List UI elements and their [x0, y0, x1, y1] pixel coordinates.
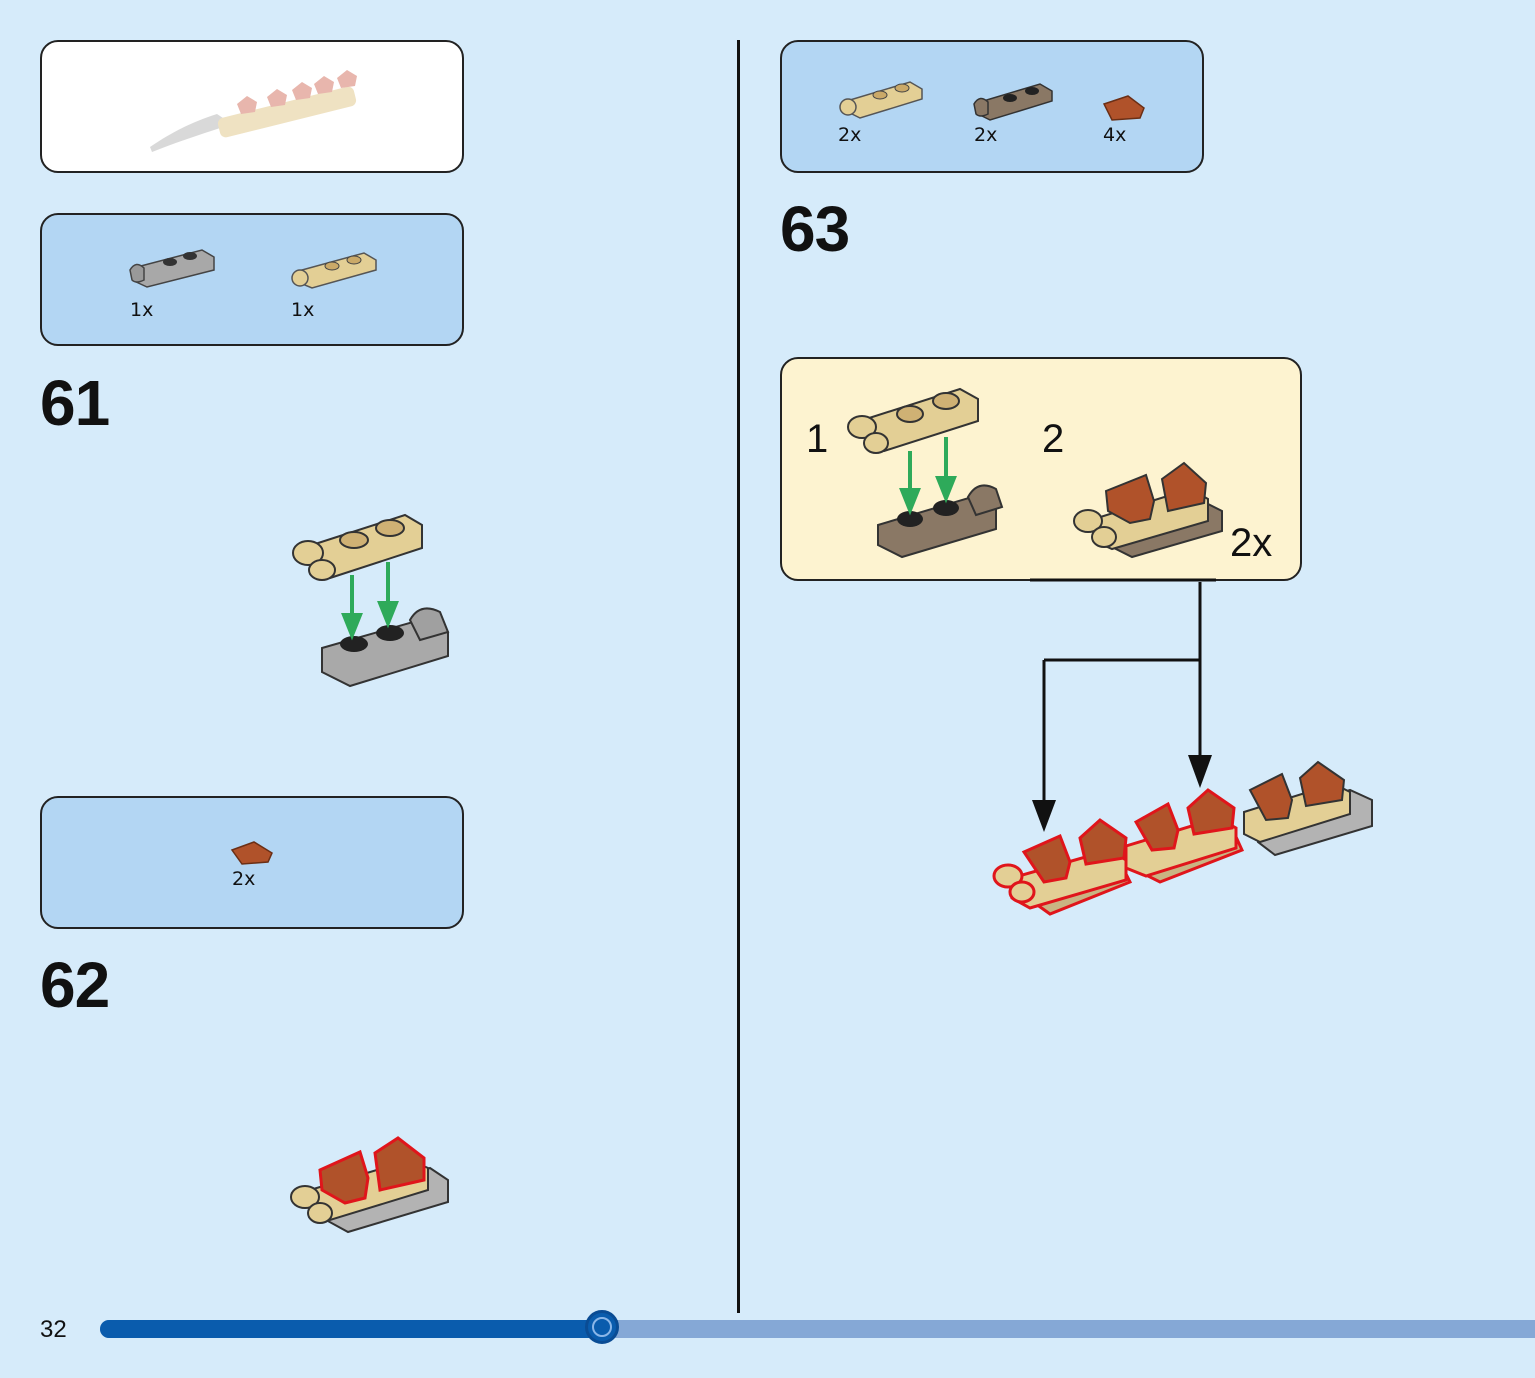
previous-model-preview	[40, 40, 464, 173]
part-quantity: 2x	[838, 124, 862, 146]
substep-panel: 1 2 2x	[780, 357, 1302, 581]
gray-clip-plate-icon	[321, 607, 450, 688]
gray-clip-plate-icon	[129, 249, 215, 288]
tail-assembly-image	[150, 70, 357, 152]
dark-tan-clip-plate-icon	[973, 83, 1053, 121]
page-number: 32	[40, 1316, 67, 1343]
step-61-parts-panel: 1x 1x	[40, 213, 464, 346]
tan-handle-plate-icon	[847, 387, 979, 454]
substep-number: 2	[1042, 417, 1065, 461]
step-number: 61	[40, 367, 110, 439]
progress-fill	[100, 1320, 602, 1338]
progress-indicator	[585, 1310, 619, 1344]
tan-handle-plate-icon	[292, 513, 423, 581]
part-quantity: 2x	[232, 868, 256, 890]
substep-2-assembly	[1073, 461, 1223, 559]
dark-tan-clip-plate-icon	[877, 484, 1004, 559]
part-quantity: 1x	[130, 299, 154, 321]
brown-tile-icon	[230, 841, 273, 865]
brown-tile-icon	[1102, 95, 1145, 121]
step-number: 62	[40, 949, 110, 1021]
tan-handle-plate-icon	[291, 252, 377, 289]
part-quantity: 4x	[1103, 124, 1127, 146]
assembly-multiplier: 2x	[1230, 521, 1273, 565]
step-63-parts-panel: 2x 2x 4x	[780, 40, 1204, 173]
substep-number: 1	[806, 417, 829, 461]
part-quantity: 2x	[974, 124, 998, 146]
tan-handle-plate-icon	[839, 81, 923, 119]
part-quantity: 1x	[291, 299, 315, 321]
step-62-parts-panel: 2x	[40, 796, 464, 929]
step-number: 63	[780, 193, 850, 265]
column-divider	[737, 40, 740, 1313]
